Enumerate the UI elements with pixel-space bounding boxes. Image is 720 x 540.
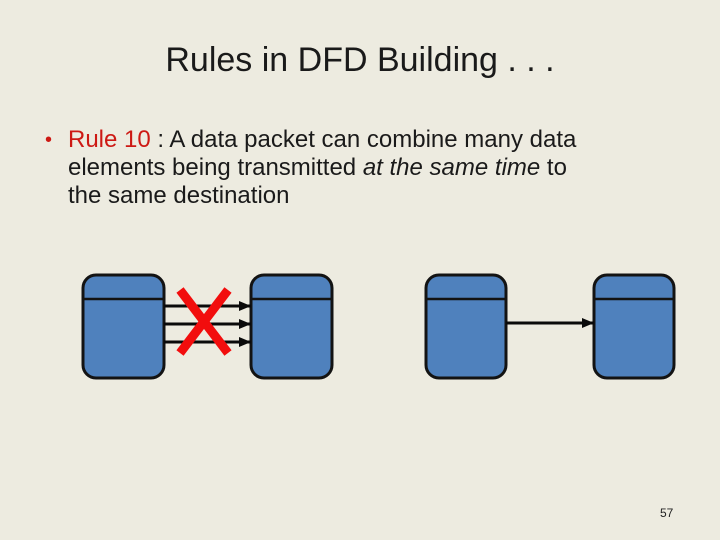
bullet-item: • Rule 10 : A data packet can combine ma… bbox=[42, 126, 642, 210]
process-shape bbox=[592, 273, 676, 380]
rule-body-text: : A data packet can combine many data el… bbox=[68, 126, 577, 181]
process-shape bbox=[81, 273, 166, 380]
rule-italic-text: at the same time bbox=[362, 154, 541, 181]
valid-flow-group bbox=[424, 273, 676, 380]
rule-body-text-end: to the same destination bbox=[68, 154, 567, 209]
dfd-example-diagram bbox=[81, 273, 676, 380]
process-shape bbox=[424, 273, 508, 380]
bullet-text: Rule 10 : A data packet can combine many… bbox=[68, 126, 588, 210]
process-shape bbox=[249, 273, 334, 380]
page-number: 57 bbox=[660, 506, 674, 520]
red-cross-icon bbox=[176, 287, 232, 356]
rule-label: Rule 10 bbox=[68, 126, 151, 153]
slide-title: Rules in DFD Building . . . bbox=[165, 41, 555, 79]
bullet-marker-icon: • bbox=[45, 129, 53, 151]
invalid-flow-group bbox=[81, 273, 334, 380]
